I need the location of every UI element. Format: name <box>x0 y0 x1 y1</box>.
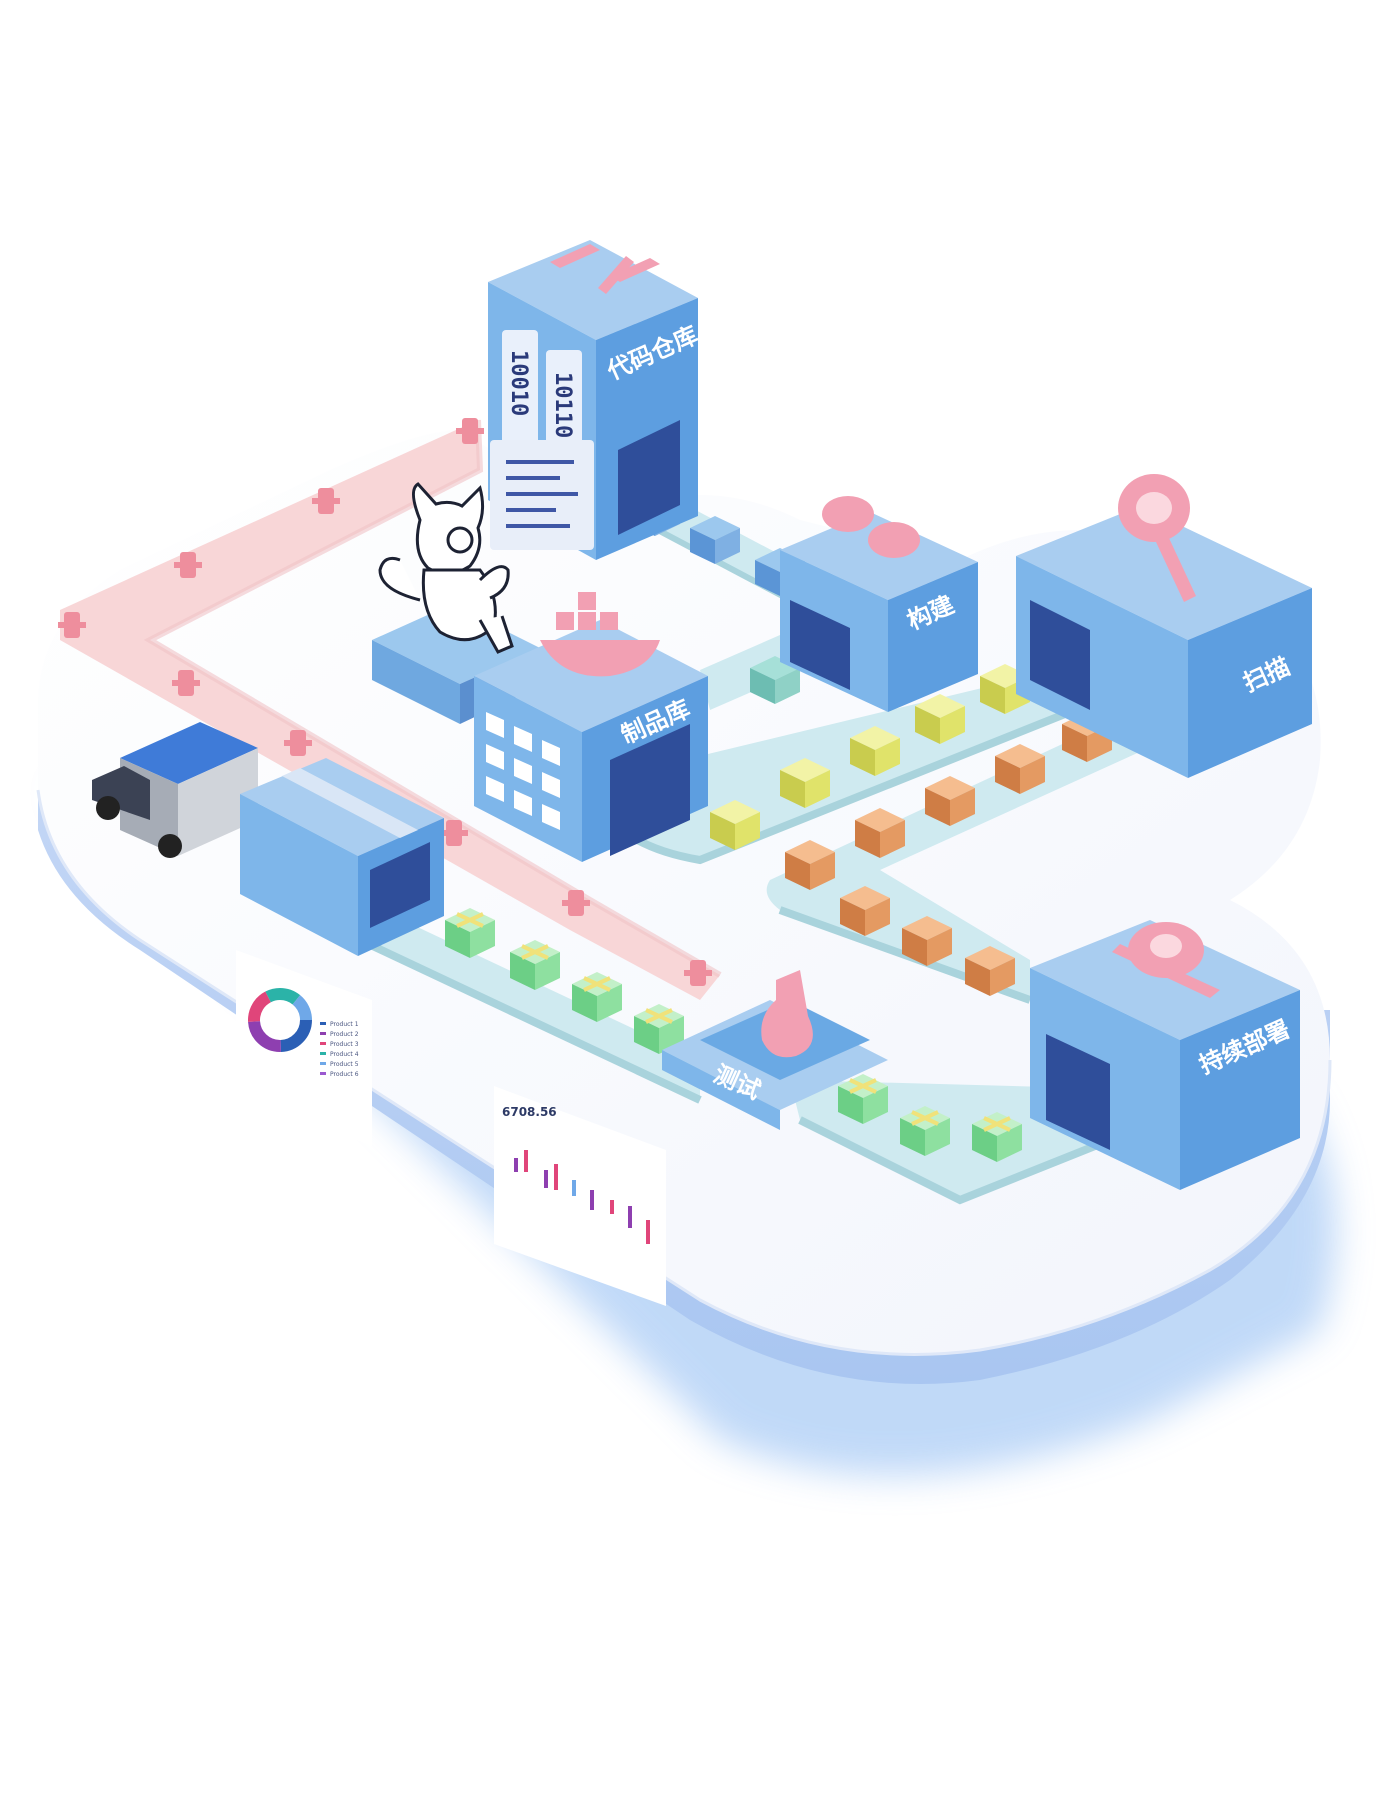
yellow-box <box>780 758 830 808</box>
tag-icon <box>562 890 590 916</box>
blue-box <box>690 516 740 564</box>
teal-box <box>750 656 800 704</box>
mini-bars <box>514 1150 650 1244</box>
tag-icon <box>684 960 712 986</box>
gift-box <box>510 940 560 990</box>
gift-box <box>572 972 622 1022</box>
tag-icon <box>312 488 340 514</box>
orange-box <box>855 808 905 858</box>
shipping-package <box>240 758 444 956</box>
orange-box <box>965 946 1015 996</box>
legend-item: Product 3 <box>330 1041 359 1048</box>
station-code-repo: 10010 10110 代码仓库 <box>488 240 702 560</box>
magnifier-icon <box>1118 474 1196 602</box>
station-test: 测试 <box>662 970 888 1130</box>
legend-item: Product 1 <box>330 1021 359 1028</box>
deploy-icon <box>1112 922 1220 998</box>
dashboard-value: 6708.56 <box>502 1105 557 1119</box>
station-scan: 扫描 <box>1016 474 1312 778</box>
orange-box <box>902 916 952 966</box>
delivery-truck <box>92 722 258 858</box>
release-conveyor <box>60 419 722 1000</box>
gift-box <box>445 908 495 958</box>
docker-icon <box>540 592 660 677</box>
gift-box <box>838 1074 888 1124</box>
flask-icon <box>761 970 813 1058</box>
orange-box <box>840 886 890 936</box>
orange-box <box>925 776 975 826</box>
donut-dashboard: Product 1 Product 2 Product 3 Product 4 … <box>236 950 372 1146</box>
station-build: 构建 <box>780 496 978 712</box>
legend-item: Product 6 <box>330 1071 359 1078</box>
station-artifact: 制品库 <box>474 592 708 862</box>
bits-1: 10010 <box>506 350 531 416</box>
orange-box <box>995 744 1045 794</box>
window-grid-icon <box>486 712 560 830</box>
code-icon <box>550 244 660 294</box>
legend-item: Product 5 <box>330 1061 359 1068</box>
donut-legend: Product 1 Product 2 Product 3 Product 4 … <box>320 1021 359 1078</box>
gift-box <box>900 1106 950 1156</box>
gift-box <box>972 1112 1022 1162</box>
legend-item: Product 2 <box>330 1031 359 1038</box>
gift-box <box>634 1004 684 1054</box>
tag-icons <box>58 418 712 986</box>
yellow-box <box>850 726 900 776</box>
tag-icon <box>58 612 86 638</box>
bits-2: 10110 <box>550 372 575 438</box>
station-deploy: 持续部署 <box>1030 920 1300 1190</box>
bar-dashboard: 6708.56 <box>494 1086 666 1306</box>
tag-icon <box>284 730 312 756</box>
tag-icon <box>440 820 468 846</box>
yellow-box <box>915 694 965 744</box>
orange-box <box>785 840 835 890</box>
yellow-box <box>710 800 760 850</box>
legend-item: Product 4 <box>330 1051 359 1058</box>
tag-icon <box>172 670 200 696</box>
tag-icon <box>456 418 484 444</box>
infinity-icon <box>822 496 920 558</box>
donut-chart <box>248 988 312 1052</box>
tag-icon <box>174 552 202 578</box>
